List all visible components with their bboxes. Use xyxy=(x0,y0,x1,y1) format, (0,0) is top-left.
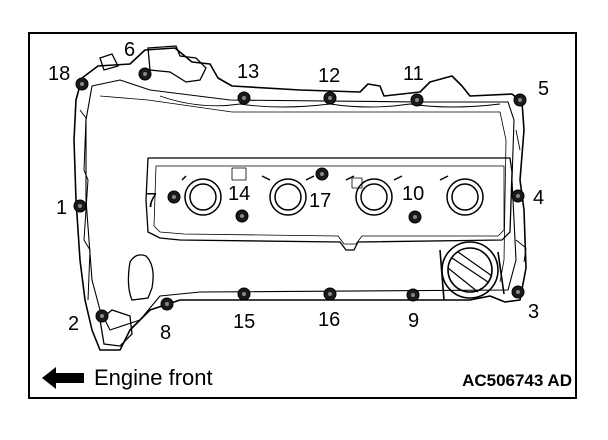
bolt-label-16: 16 xyxy=(318,309,340,331)
bolt-label-3: 3 xyxy=(528,301,539,323)
bolt-label-15: 15 xyxy=(233,311,255,333)
bolt-label-6: 6 xyxy=(124,39,135,61)
bolt-label-7: 7 xyxy=(146,190,157,212)
top-bracket xyxy=(99,45,207,83)
bolt-label-18: 18 xyxy=(48,63,70,85)
spark-plug-holes xyxy=(181,175,484,216)
bolt-label-2: 2 xyxy=(68,313,79,335)
bolt-label-5: 5 xyxy=(538,78,549,100)
breather-fitting xyxy=(99,254,154,347)
direction-indicator: Engine front xyxy=(42,364,213,392)
left-arrow-icon xyxy=(42,367,84,389)
bolt-label-9: 9 xyxy=(408,310,419,332)
bolt-label-11: 11 xyxy=(403,63,424,85)
bolt-label-8: 8 xyxy=(160,322,171,344)
bolt-label-1: 1 xyxy=(56,197,67,219)
diagram-frame xyxy=(28,32,577,399)
bolt-label-12: 12 xyxy=(318,65,340,87)
bolt-label-13: 13 xyxy=(237,61,259,83)
bolt-label-4: 4 xyxy=(533,187,544,209)
valve-cover-outline xyxy=(73,47,527,351)
bolt-label-10: 10 xyxy=(402,183,424,205)
spark-plug-panel xyxy=(145,157,513,251)
engine-front-label: Engine front xyxy=(94,365,213,390)
left-edge-detail xyxy=(79,109,91,301)
bolt-label-14: 14 xyxy=(228,183,250,205)
bolt-numbers: 1 2 3 4 5 6 7 8 9 10 11 12 13 14 15 16 1… xyxy=(48,39,549,344)
bolt-label-17: 17 xyxy=(309,190,331,212)
figure-code: AC506743 AD xyxy=(462,371,572,390)
bolt-markers xyxy=(73,67,527,323)
oil-filler-cap xyxy=(439,241,505,301)
